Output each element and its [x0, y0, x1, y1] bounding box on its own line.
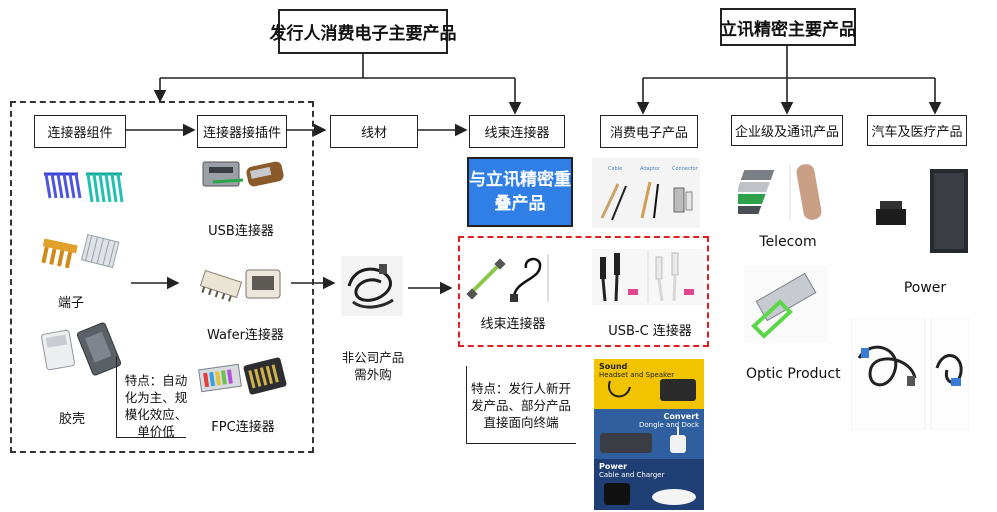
telecom-image: [738, 160, 838, 224]
optic-product-label: Optic Product: [746, 366, 841, 382]
power-card: Power Cable and Charger: [594, 459, 704, 510]
optic-product-image: [744, 266, 828, 342]
headset-speaker-image: [607, 379, 696, 401]
terminal-strip-image: [41, 233, 120, 269]
harness-connector-image: [466, 254, 549, 302]
harness-connector-box: 线束连接器: [469, 115, 565, 148]
housing-label: 胶壳: [58, 412, 85, 427]
convert-card-title: Convert: [663, 412, 699, 421]
enterprise-products-box: 企业级及通讯产品: [731, 115, 843, 146]
middle-feature-note: 特点：发行人新开发产品、部分产品直接面向终端: [470, 381, 571, 430]
usb-connector-image: [202, 161, 284, 187]
issuer-products-title: 发行人消费电子主要产品: [270, 9, 457, 54]
consumer-products-box: 消费电子产品: [600, 115, 698, 148]
consumer-connector-text: Connector: [672, 166, 699, 172]
convert-card-subtitle: Dongle and Dock: [639, 421, 699, 429]
wire-box: 线材: [330, 115, 418, 148]
sound-card-title: Sound: [599, 362, 628, 371]
terminal-comb-image: [44, 172, 124, 203]
overlap-products-group: [458, 236, 709, 347]
luxshare-products-title: 立讯精密主要产品: [720, 8, 856, 46]
harness-connector-label: 线束连接器: [480, 317, 546, 332]
fpc-connector-label: FPC连接器: [211, 420, 275, 435]
middle-note-bracket: [466, 366, 576, 444]
left-feature-note: 特点：自动化为主、规模化效应、单价低: [124, 373, 188, 439]
telecom-label: Telecom: [759, 234, 817, 250]
usbc-connector-label: USB-C 连接器: [608, 324, 692, 339]
housing-image: [41, 322, 122, 376]
sound-card-subtitle: Headset and Speaker: [599, 371, 675, 379]
usbc-connector-image: [592, 249, 704, 305]
power-card-title: Power: [599, 462, 628, 471]
connector-assembly-box: 连接器组件: [34, 115, 126, 148]
wire-harness-image: [341, 256, 403, 316]
consumer-adaptor-text: Adaptor: [640, 166, 661, 172]
consumer-products-image: Cable Adaptor Connector: [592, 158, 700, 228]
wafer-connector-image: [199, 269, 281, 302]
fpc-connector-image: [198, 357, 287, 395]
overlap-products-highlight: 与立讯精密重叠产品: [467, 157, 573, 227]
wafer-connector-label: Wafer连接器: [207, 328, 284, 343]
power-label: Power: [903, 280, 947, 296]
usb-connector-label: USB连接器: [208, 224, 274, 239]
connector-plugin-box: 连接器接插件: [197, 115, 287, 148]
issuer-products-group: [10, 101, 314, 453]
power-module-image: [872, 165, 968, 259]
outsourced-label: 非公司产品需外购: [341, 350, 405, 382]
terminal-label: 端子: [57, 296, 84, 311]
auto-medical-products-box: 汽车及医疗产品: [867, 115, 967, 146]
cable-charger-image: [604, 483, 696, 505]
power-card-subtitle: Cable and Charger: [599, 471, 665, 479]
auto-harness-images: [851, 318, 969, 430]
consumer-cable-text: Cable: [608, 166, 622, 172]
convert-card: Convert Dongle and Dock: [594, 409, 704, 459]
sound-card: Sound Headset and Speaker: [594, 359, 704, 409]
dongle-dock-image: [600, 427, 686, 453]
left-note-bracket: [116, 356, 186, 438]
